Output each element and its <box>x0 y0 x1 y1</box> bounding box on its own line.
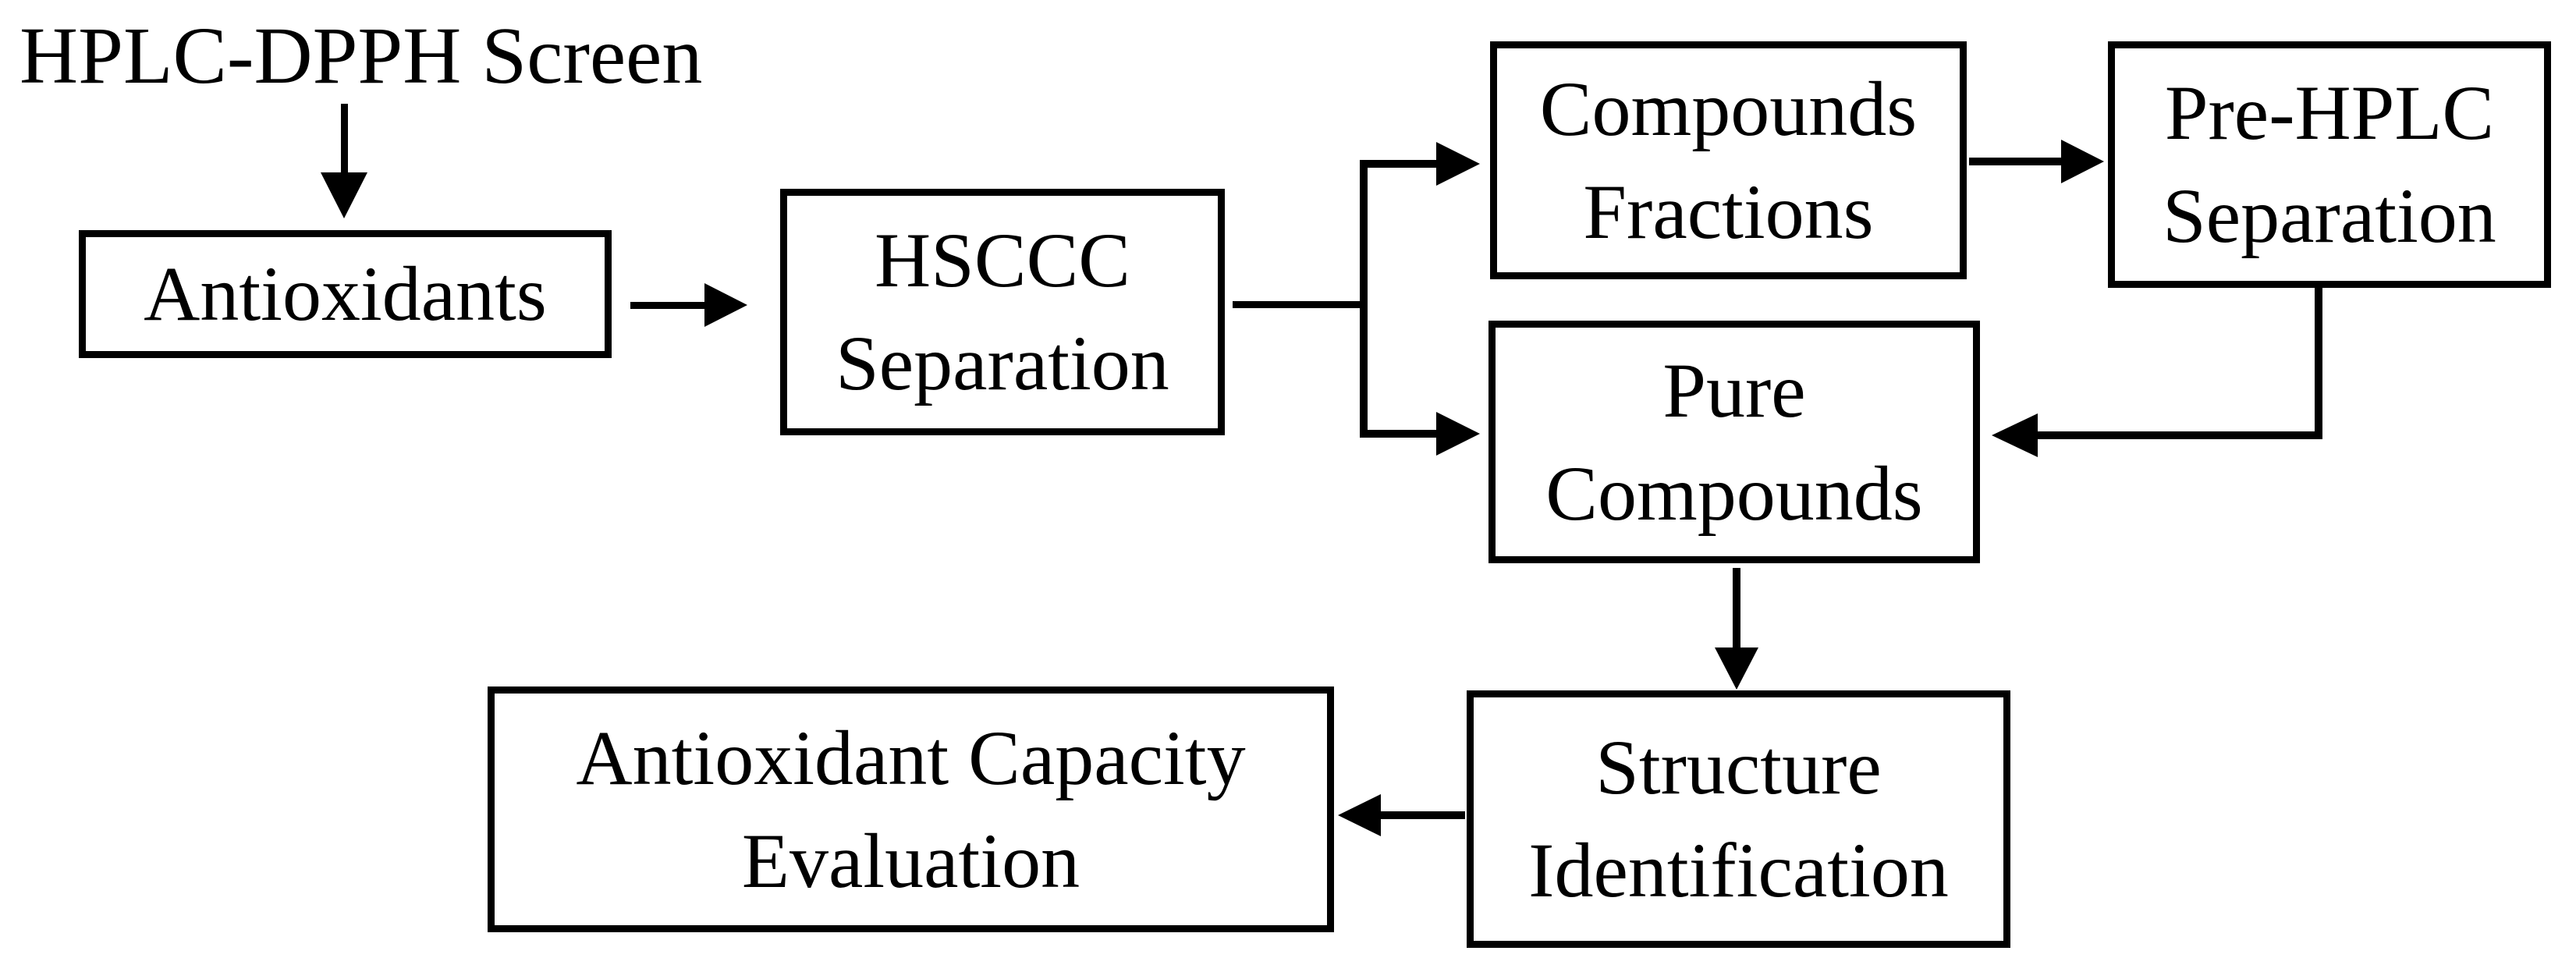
node-structure-identification-label: Structure Identification <box>1528 724 1949 914</box>
arrow-pre-hplc-to-pure-compounds <box>1992 288 2322 457</box>
arrow-compounds-fractions-to-pre-hplc <box>1969 140 2104 183</box>
node-pre-hplc-separation: Pre-HPLC Separation <box>2108 41 2551 288</box>
node-antioxidant-capacity-evaluation-label: Antioxidant Capacity Evaluation <box>576 714 1246 904</box>
node-antioxidants: Antioxidants <box>79 230 612 358</box>
node-compounds-fractions: Compounds Fractions <box>1490 41 1967 279</box>
branch-vertical-line <box>1360 160 1368 435</box>
arrow-branch-to-compounds-fractions <box>1360 142 1480 186</box>
arrow-pure-compounds-to-structure-identification <box>1715 568 1758 690</box>
arrow-branch-to-pure-compounds <box>1360 412 1480 456</box>
node-compounds-fractions-label: Compounds Fractions <box>1539 65 1918 255</box>
node-antioxidants-label: Antioxidants <box>144 250 547 337</box>
node-hsccc-separation-label: HSCCC Separation <box>836 217 1169 406</box>
arrow-structure-identification-to-evaluation <box>1338 794 1465 836</box>
node-pure-compounds: Pure Compounds <box>1488 321 1980 563</box>
node-pre-hplc-separation-label: Pre-HPLC Separation <box>2163 69 2496 259</box>
arrow-antioxidants-to-hsccc <box>630 283 747 327</box>
node-antioxidant-capacity-evaluation: Antioxidant Capacity Evaluation <box>488 686 1334 932</box>
line-hsccc-to-branch <box>1233 301 1368 308</box>
flowchart-title: HPLC-DPPH Screen <box>20 11 703 101</box>
arrow-screen-to-antioxidants <box>321 104 367 218</box>
node-hsccc-separation: HSCCC Separation <box>780 189 1225 435</box>
node-structure-identification: Structure Identification <box>1467 690 2010 948</box>
node-pure-compounds-label: Pure Compounds <box>1545 346 1923 537</box>
